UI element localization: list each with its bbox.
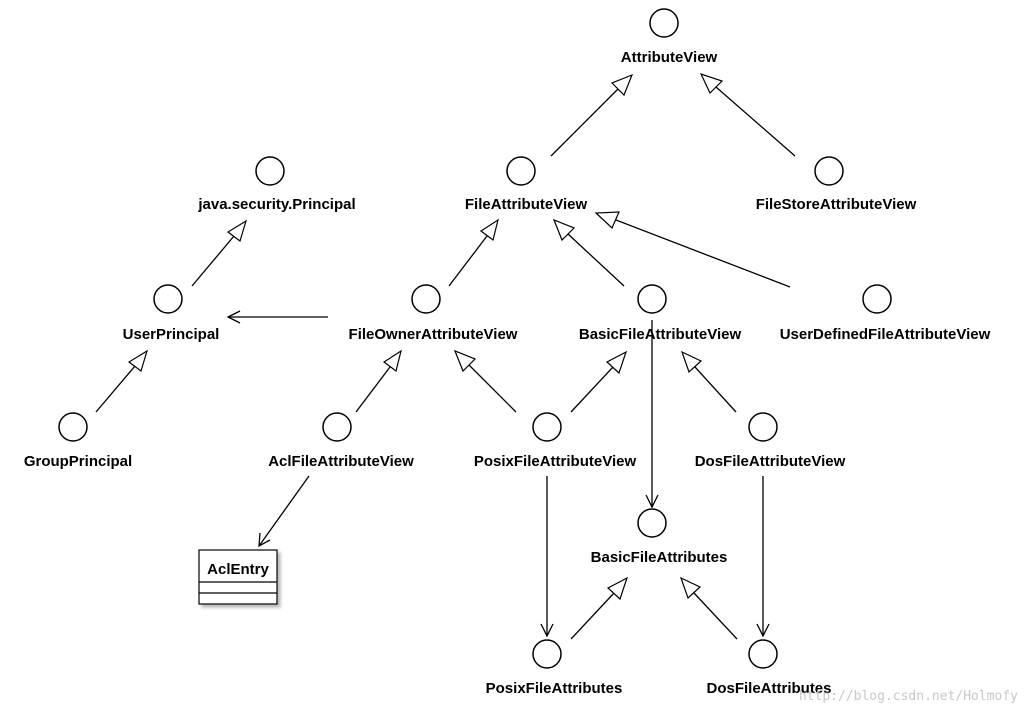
file-attribute-view-label: FileAttributeView — [465, 196, 588, 213]
edge-fileowner-userprincipal — [226, 310, 328, 324]
basic-file-attributes-label: BasicFileAttributes — [591, 549, 728, 566]
edge-dosattrs-basicattrs — [679, 576, 738, 640]
posix-file-attributes-icon — [532, 639, 562, 669]
file-owner-attribute-view-label: FileOwnerAttributeView — [349, 326, 518, 343]
edge-basic-fileattributeview — [552, 218, 625, 287]
edge-posixview-posixattrs — [540, 476, 554, 638]
dos-file-attributes-icon — [748, 639, 778, 669]
acl-file-attribute-view-icon — [322, 412, 352, 442]
watermark: http://blog.csdn.net/Holmofy — [799, 689, 1018, 704]
acl-entry-class: AclEntry — [198, 549, 278, 605]
dos-file-attribute-view-icon — [748, 412, 778, 442]
user-principal-icon — [153, 284, 183, 314]
acl-entry-label: AclEntry — [207, 561, 269, 578]
user-defined-file-attribute-view-icon — [862, 284, 892, 314]
edge-aclview-aclentry — [258, 475, 310, 548]
edge-posix-fileowner — [453, 349, 517, 413]
dos-file-attribute-view-label: DosFileAttributeView — [695, 453, 846, 470]
group-principal-icon — [58, 412, 88, 442]
edge-dosview-dosattrs — [756, 476, 770, 638]
edge-userprincipal-principal — [191, 219, 248, 287]
edge-acl-fileowner — [355, 349, 402, 413]
posix-file-attribute-view-label: PosixFileAttributeView — [474, 453, 637, 470]
edge-posix-basic — [570, 350, 628, 413]
basic-file-attribute-view-icon — [637, 284, 667, 314]
file-owner-attribute-view-icon — [411, 284, 441, 314]
file-store-attribute-view-icon — [814, 156, 844, 186]
user-principal-label: UserPrincipal — [123, 326, 220, 343]
edge-filestoreattributeview-attributeview — [699, 72, 796, 157]
attribute-view-icon — [649, 8, 679, 38]
basic-file-attribute-view-label: BasicFileAttributeView — [579, 326, 742, 343]
dos-file-attributes-label: DosFileAttributes — [706, 680, 831, 697]
group-principal-label: GroupPrincipal — [24, 453, 132, 470]
edge-fileowner-fileattributeview — [448, 218, 499, 287]
posix-file-attribute-view-icon — [532, 412, 562, 442]
posix-file-attributes-label: PosixFileAttributes — [486, 680, 623, 697]
attribute-view-label: AttributeView — [621, 49, 718, 66]
file-attribute-view-icon — [506, 156, 536, 186]
edge-dos-basic — [680, 350, 737, 413]
java-security-principal-icon — [255, 156, 285, 186]
acl-file-attribute-view-label: AclFileAttributeView — [268, 453, 414, 470]
edge-posixattrs-basicattrs — [570, 576, 629, 640]
edge-basicview-basicattrs — [645, 320, 659, 509]
file-store-attribute-view-label: FileStoreAttributeView — [756, 196, 917, 213]
edge-groupprincipal-userprincipal — [95, 349, 149, 413]
java-security-principal-label: java.security.Principal — [197, 196, 355, 213]
basic-file-attributes-icon — [637, 508, 667, 538]
edge-userdefined-fileattributeview — [594, 211, 791, 288]
user-defined-file-attribute-view-label: UserDefinedFileAttributeView — [780, 326, 991, 343]
edge-fileattributeview-attributeview — [550, 73, 634, 157]
